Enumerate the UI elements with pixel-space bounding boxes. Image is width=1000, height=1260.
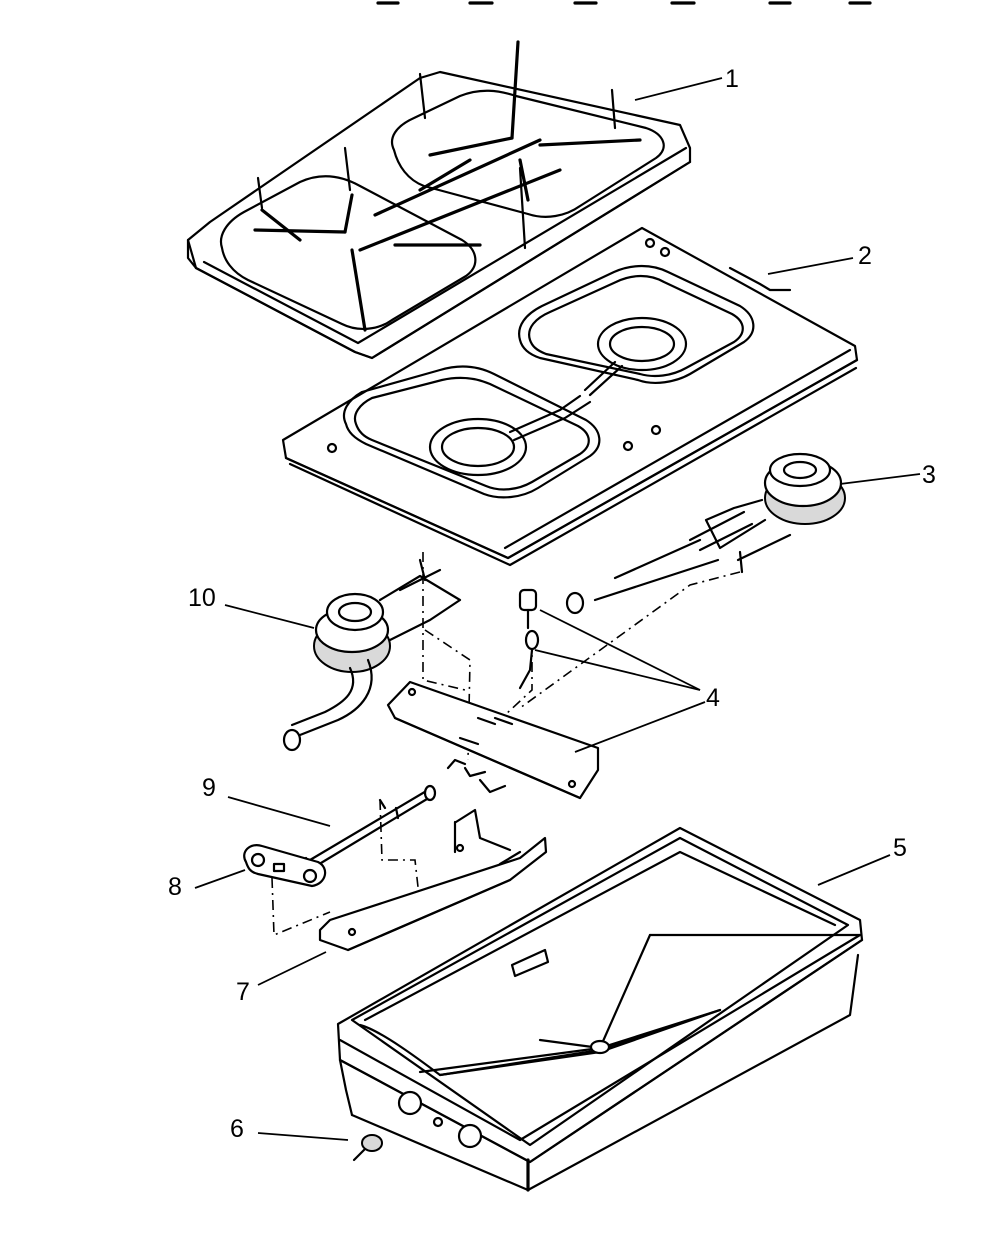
left-burner-assembly (282, 558, 462, 752)
burner-box (336, 826, 864, 1192)
callout-9: 9 (202, 774, 216, 802)
callout-7: 7 (236, 978, 250, 1006)
callout-6: 6 (230, 1115, 244, 1143)
igniter-bracket-assembly (386, 588, 600, 800)
callout-2: 2 (858, 242, 872, 270)
callout-5: 5 (893, 834, 907, 862)
burner-grate (186, 40, 692, 360)
retaining-clip (243, 844, 327, 888)
igniter-electrode (304, 784, 437, 870)
cooktop-panel (281, 226, 859, 567)
orifice-fitting (352, 1134, 383, 1162)
callout-10: 10 (188, 584, 216, 612)
callout-labels: 1 2 3 4 5 6 7 8 9 10 (168, 65, 936, 1143)
leader-lines (194, 77, 921, 1141)
callout-3: 3 (922, 461, 936, 489)
callout-1: 1 (725, 65, 739, 93)
callout-8: 8 (168, 873, 182, 901)
callout-4: 4 (706, 684, 720, 712)
spark-bracket (318, 808, 548, 952)
right-burner-assembly (565, 452, 846, 615)
